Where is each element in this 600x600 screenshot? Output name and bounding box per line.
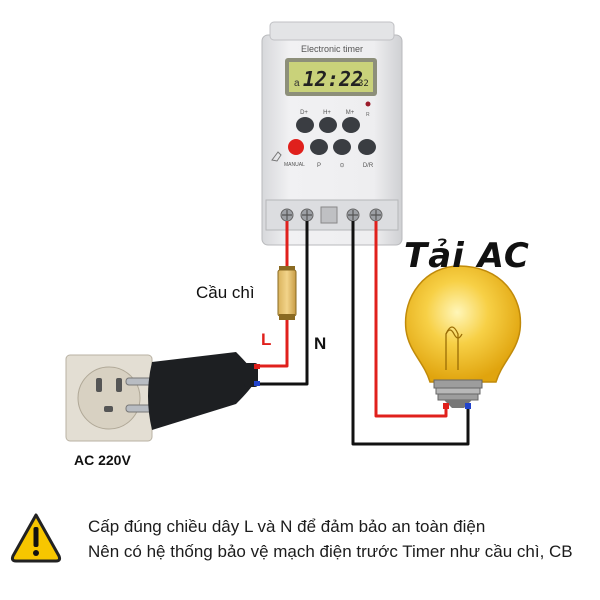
label-d-plus: D+ (300, 110, 308, 116)
lcd-prefix: a (294, 78, 300, 89)
neutral-wire-load (351, 221, 470, 446)
neutral-label: N (314, 334, 327, 353)
button-d-r[interactable] (358, 139, 376, 155)
button-manual[interactable] (288, 139, 304, 155)
warning-line-1: Cấp đúng chiều dây L và N để đảm bảo an … (88, 517, 486, 536)
label-m-plus: M+ (346, 110, 355, 116)
button-program[interactable] (310, 139, 328, 155)
timer-top-cap (269, 21, 395, 41)
label-manual: MANUAL (284, 162, 305, 168)
lcd-time: 12:22 (303, 67, 363, 91)
indicator-led (365, 101, 371, 107)
warning-line-2: Nên có hệ thống bảo vệ mạch điện trước T… (88, 542, 573, 561)
label-program: P (317, 163, 321, 169)
button-d-plus[interactable] (296, 117, 314, 133)
lcd-screen (289, 62, 373, 92)
light-bulb (404, 265, 522, 409)
load-title: Tải AC (404, 236, 530, 276)
button-h-plus[interactable] (319, 117, 337, 133)
button-m-plus[interactable] (342, 117, 360, 133)
live-wire-load (374, 221, 448, 418)
warning-icon (10, 513, 62, 563)
button-clock[interactable] (333, 139, 351, 155)
power-plug (125, 352, 260, 430)
fuse (277, 266, 297, 320)
wires (258, 221, 470, 446)
fuse-label: Cầu chì (196, 283, 255, 302)
socket-voltage-label: AC 220V (74, 452, 131, 468)
reset-label: R (366, 112, 370, 118)
neutral-wire-timer-plug (258, 221, 309, 386)
live-wire-fuse-plug (258, 318, 289, 368)
hand-icon (271, 151, 282, 162)
line-label: L (261, 330, 272, 349)
electronic-timer: Electronic timer a 12:22 32 R D+ H+ M+ M… (261, 21, 403, 246)
wall-socket (65, 354, 153, 442)
timer-title: Electronic timer (301, 44, 363, 54)
label-d-r: D/R (363, 163, 374, 169)
lcd-seconds: 32 (358, 79, 369, 89)
label-h-plus: H+ (323, 110, 331, 116)
label-clock: ⊙ (339, 163, 344, 169)
